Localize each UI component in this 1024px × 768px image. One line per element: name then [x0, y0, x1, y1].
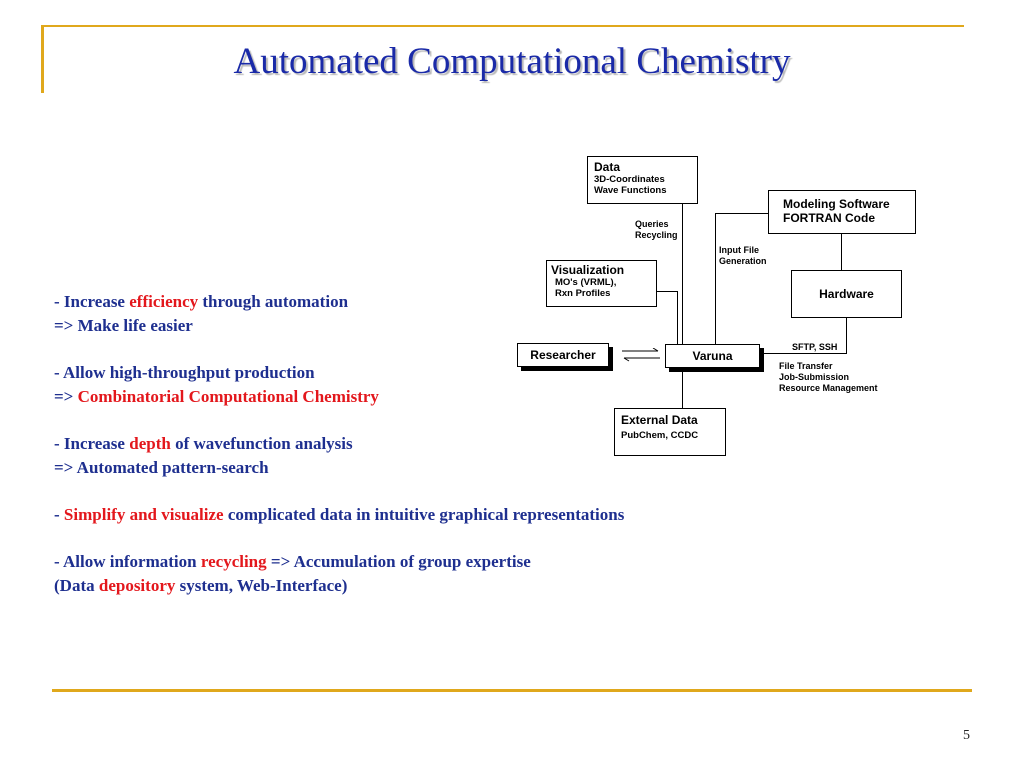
- connector-hardware-down: [846, 317, 847, 353]
- footer-rule: [52, 689, 972, 692]
- bullet-line: - Allow information recycling => Accumul…: [54, 550, 531, 574]
- hardware-box: Hardware: [791, 270, 902, 318]
- data-box-line: 3D-Coordinates: [594, 174, 665, 185]
- bullet-spacer: [54, 338, 514, 361]
- visualization-box-line: MO's (VRML),: [555, 277, 617, 288]
- bullet-line: - Simplify and visualize complicated dat…: [54, 503, 624, 527]
- varuna-box: Varuna: [665, 344, 760, 368]
- page-number: 5: [963, 728, 970, 743]
- bullet-text: =>: [54, 387, 78, 406]
- varuna-box-title: Varuna: [692, 349, 733, 363]
- highlighted-text: efficiency: [129, 292, 199, 311]
- input-file-label: Input File Generation: [719, 245, 767, 267]
- bullet-line: - Increase depth of wavefunction analysi…: [54, 432, 514, 456]
- bullet-text: => Accumulation of group expertise: [266, 552, 531, 571]
- queries-label-line: Recycling: [635, 230, 678, 240]
- connector-modeling-horizontal: [715, 213, 769, 214]
- bullet-line: => Combinatorial Computational Chemistry: [54, 385, 514, 409]
- modeling-box-line: FORTRAN Code: [783, 211, 875, 225]
- bullet-text: - Increase: [54, 434, 130, 453]
- connector-visualization-varuna: [677, 291, 678, 345]
- bullet-spacer: [54, 527, 514, 550]
- bullet-text: complicated data in intuitive graphical …: [223, 505, 625, 524]
- highlighted-text: depository: [98, 576, 176, 595]
- input-file-label-line: Generation: [719, 256, 767, 266]
- modeling-box-line: Modeling Software: [783, 197, 890, 211]
- bullet-text: through automation: [198, 292, 349, 311]
- sftp-label: SFTP, SSH: [792, 342, 838, 352]
- connector-visualization-horizontal: [656, 291, 677, 292]
- frame-vertical-rule: [41, 25, 44, 93]
- bullet-text: -: [54, 505, 64, 524]
- bullet-line: => Automated pattern-search: [54, 456, 514, 480]
- slide-title: Automated Computational Chemistry: [233, 41, 791, 82]
- bullet-text: - Allow high-throughput production: [54, 363, 315, 382]
- modeling-software-box: Modeling Software FORTRAN Code: [768, 190, 916, 234]
- connector-modeling-hardware: [841, 234, 842, 271]
- connector-modeling-varuna: [715, 213, 716, 345]
- data-box-line: Wave Functions: [594, 185, 667, 196]
- connector-hardware-varuna: [760, 353, 847, 354]
- bullet-line: - Allow high-throughput production: [54, 361, 514, 385]
- bullet-text: => Make life easier: [54, 316, 193, 335]
- bullet-spacer: [54, 480, 514, 503]
- exchange-arrow-icon: [622, 348, 660, 362]
- frame-top-rule: [41, 25, 964, 27]
- bullet-text: - Allow information: [54, 552, 201, 571]
- highlighted-text: Combinatorial Computational Chemistry: [77, 387, 379, 406]
- bullet-text: system, Web-Interface): [175, 576, 348, 595]
- bullet-spacer: [54, 409, 514, 432]
- researcher-box-title: Researcher: [530, 348, 596, 362]
- connector-varuna-external: [682, 369, 683, 409]
- workflow-diagram: Data 3D-Coordinates Wave Functions Queri…: [510, 150, 940, 470]
- bullet-text: => Automated pattern-search: [54, 458, 269, 477]
- highlighted-text: depth: [129, 434, 171, 453]
- bullet-list: - Increase efficiency through automation…: [54, 290, 624, 598]
- data-box-title: Data: [594, 160, 621, 174]
- researcher-box: Researcher: [517, 343, 609, 367]
- data-box: Data 3D-Coordinates Wave Functions: [587, 156, 698, 204]
- bullet-text: Increase: [63, 292, 130, 311]
- file-transfer-label-line: File Transfer: [779, 361, 833, 371]
- queries-label-line: Queries: [635, 219, 669, 229]
- connector-data-varuna: [682, 203, 683, 345]
- queries-label: Queries Recycling: [635, 219, 678, 241]
- file-transfer-label: File Transfer Job-Submission Resource Ma…: [779, 361, 878, 394]
- external-box-title: External Data: [621, 413, 698, 427]
- bullet-line: (Data depository system, Web-Interface): [54, 574, 514, 598]
- file-transfer-label-line: Resource Management: [779, 383, 878, 393]
- visualization-box-title: Visualization: [551, 263, 625, 277]
- bullet-text: (Data: [54, 576, 99, 595]
- visualization-box-line: Rxn Profiles: [555, 288, 611, 299]
- input-file-label-line: Input File: [719, 245, 759, 255]
- bullet-text: -: [54, 292, 64, 311]
- hardware-box-title: Hardware: [819, 287, 874, 301]
- highlighted-text: Simplify and visualize: [63, 505, 224, 524]
- bullet-text: of wavefunction analysis: [170, 434, 353, 453]
- bullet-line: - Increase efficiency through automation: [54, 290, 514, 314]
- visualization-box: Visualization MO's (VRML), Rxn Profiles: [546, 260, 657, 307]
- external-box-line: PubChem, CCDC: [621, 430, 699, 441]
- external-data-box: External Data PubChem, CCDC: [614, 408, 726, 456]
- highlighted-text: recycling: [200, 552, 267, 571]
- file-transfer-label-line: Job-Submission: [779, 372, 850, 382]
- bullet-line: => Make life easier: [54, 314, 514, 338]
